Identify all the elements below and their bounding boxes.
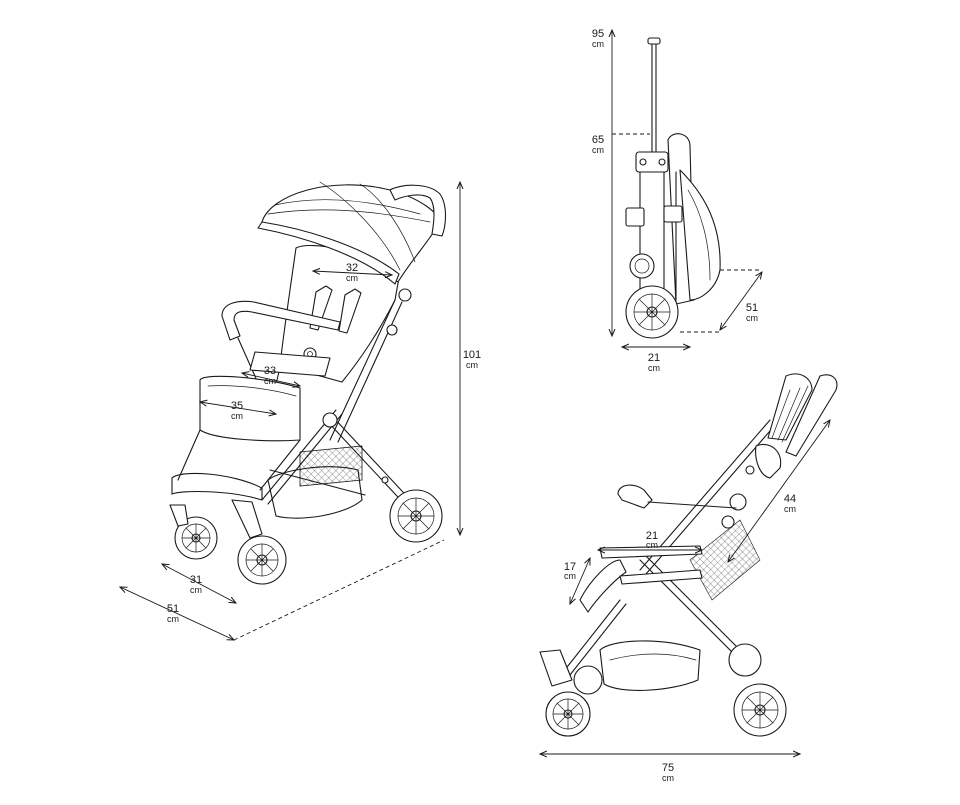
- overall-length-value: 75: [662, 762, 674, 774]
- overall-length-unit: cm: [662, 773, 674, 783]
- front-left-wheel: [169, 504, 218, 560]
- overall-width-value: 51: [167, 603, 179, 615]
- stroller-front-view: [169, 181, 447, 585]
- leg-rest-height-value: 17: [564, 561, 576, 573]
- stroller-folded-view: [625, 37, 721, 339]
- backrest-height-value: 44: [784, 493, 796, 505]
- rear-wheel: [389, 489, 443, 543]
- handle-extended-height-value: 95: [592, 28, 604, 40]
- seat-depth-unit: cm: [264, 376, 276, 386]
- front-right-wheel: [231, 499, 287, 585]
- footrest-width-value: 35: [231, 400, 243, 412]
- seat-back-width-value: 32: [346, 262, 358, 274]
- seat-depth-value: 33: [264, 365, 276, 377]
- front-view-dimensions: 32 cm 33 cm 35 cm 31 cm 51 cm 101 cm: [120, 182, 481, 640]
- leg-rest-height-unit: cm: [564, 571, 576, 581]
- stroller-side-view: [539, 373, 838, 737]
- folded-height-value: 65: [592, 134, 604, 146]
- overall-width-unit: cm: [167, 614, 179, 624]
- seat-length-value: 21: [646, 530, 658, 542]
- handle-extended-height-unit: cm: [592, 39, 604, 49]
- overall-height-value: 101: [463, 349, 481, 361]
- seat-back-width-unit: cm: [346, 273, 358, 283]
- folded-width-value: 21: [648, 352, 660, 364]
- folded-height-unit: cm: [592, 145, 604, 155]
- front-wheel-track-unit: cm: [190, 585, 202, 595]
- front-wheel-track-value: 31: [190, 574, 202, 586]
- footrest-width-unit: cm: [231, 411, 243, 421]
- backrest-height-unit: cm: [784, 504, 796, 514]
- folded-view-dimensions: 95 cm 65 cm 21 cm 51 cm: [592, 28, 762, 373]
- seat-length-unit: cm: [646, 540, 658, 550]
- folded-depth-unit: cm: [746, 313, 758, 323]
- overall-height-unit: cm: [466, 360, 478, 370]
- side-view-dimensions: 44 cm 21 cm 17 cm 75 cm: [540, 420, 830, 783]
- folded-depth-value: 51: [746, 302, 758, 314]
- folded-width-unit: cm: [648, 363, 660, 373]
